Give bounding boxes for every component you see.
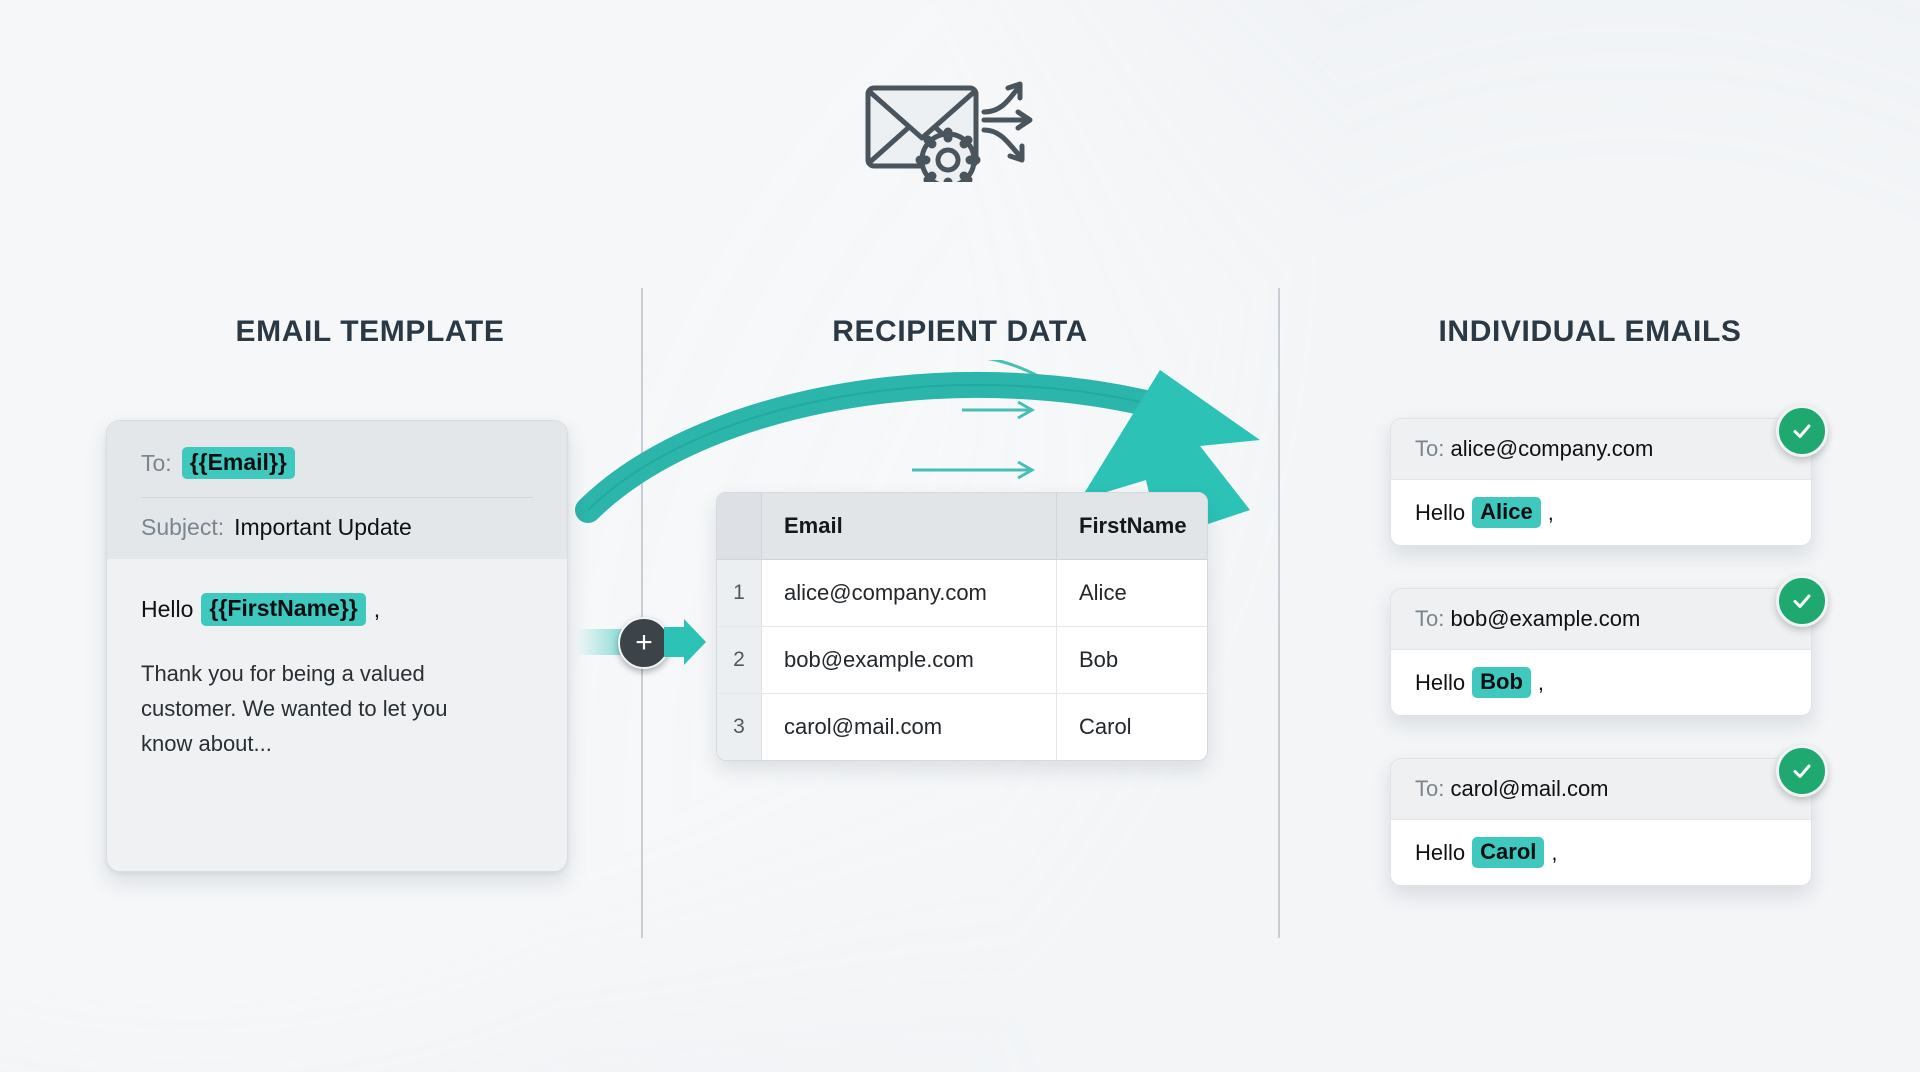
template-subject-row: Subject: Important Update bbox=[141, 514, 533, 541]
check-icon bbox=[1793, 424, 1811, 438]
template-greeting-word: Hello bbox=[141, 595, 194, 622]
output-email-card[interactable]: To: bob@example.com Hello Bob , bbox=[1390, 588, 1812, 717]
status-badge-sent bbox=[1776, 745, 1828, 797]
template-header: To: {{Email}} Subject: Important Update bbox=[107, 421, 567, 560]
output-to-value: carol@mail.com bbox=[1450, 776, 1609, 801]
row-index: 1 bbox=[717, 559, 762, 627]
recipient-data-table[interactable]: Email FirstName 1 alice@company.com Alic… bbox=[716, 492, 1208, 761]
merge-token-firstname[interactable]: {{FirstName}} bbox=[201, 593, 366, 626]
cell-email[interactable]: bob@example.com bbox=[761, 626, 1057, 694]
cell-firstname[interactable]: Carol bbox=[1056, 693, 1207, 760]
cell-email[interactable]: alice@company.com bbox=[761, 559, 1057, 627]
table-header-row: Email FirstName bbox=[717, 493, 1207, 560]
page-title-email-template: EMAIL TEMPLATE bbox=[235, 315, 505, 348]
plus-icon[interactable]: + bbox=[618, 617, 670, 669]
output-body-row: Hello Carol , bbox=[1391, 820, 1811, 886]
column-divider-right bbox=[1278, 288, 1280, 938]
output-greeting-word: Hello bbox=[1415, 499, 1466, 525]
output-merged-name: Bob bbox=[1472, 667, 1531, 699]
status-badge-sent bbox=[1776, 575, 1828, 627]
output-body-row: Hello Alice , bbox=[1391, 480, 1811, 546]
output-to-label: To: bbox=[1415, 436, 1445, 461]
merge-arrow-icon bbox=[664, 619, 706, 665]
output-to-row: To: carol@mail.com bbox=[1391, 759, 1811, 820]
output-email-card[interactable]: To: alice@company.com Hello Alice , bbox=[1390, 418, 1812, 547]
template-subject-value: Important Update bbox=[234, 514, 412, 541]
output-to-label: To: bbox=[1415, 776, 1445, 801]
output-email-card[interactable]: To: carol@mail.com Hello Carol , bbox=[1390, 758, 1812, 887]
row-index: 2 bbox=[717, 626, 762, 694]
table-row[interactable]: 3 carol@mail.com Carol bbox=[717, 693, 1207, 760]
output-merged-name: Carol bbox=[1472, 837, 1545, 869]
output-to-value: alice@company.com bbox=[1450, 436, 1654, 461]
table-row[interactable]: 1 alice@company.com Alice bbox=[717, 559, 1207, 627]
envelope-gear-arrows-icon bbox=[860, 72, 1060, 193]
output-greeting-word: Hello bbox=[1415, 839, 1466, 865]
column-divider-left bbox=[641, 288, 643, 938]
row-index: 3 bbox=[717, 693, 762, 760]
page-title-individual-emails: INDIVIDUAL EMAILS bbox=[1438, 315, 1742, 348]
merge-flow-arrow bbox=[575, 360, 1260, 540]
template-to-label: To: bbox=[141, 449, 172, 476]
output-comma: , bbox=[1551, 839, 1558, 865]
column-header-index bbox=[717, 493, 762, 560]
table-row[interactable]: 2 bob@example.com Bob bbox=[717, 626, 1207, 694]
template-to-row: To: {{Email}} bbox=[141, 447, 533, 480]
column-header-firstname[interactable]: FirstName bbox=[1056, 493, 1207, 560]
template-body-paragraph: Thank you for being a valued customer. W… bbox=[141, 660, 448, 756]
output-to-value: bob@example.com bbox=[1450, 606, 1641, 631]
template-divider bbox=[141, 497, 533, 499]
check-icon bbox=[1793, 594, 1811, 608]
template-body: Hello {{FirstName}} , Thank you for bein… bbox=[107, 559, 567, 871]
merge-token-email[interactable]: {{Email}} bbox=[181, 447, 295, 480]
gear-icon bbox=[915, 127, 981, 193]
output-greeting-word: Hello bbox=[1415, 669, 1466, 695]
output-body-row: Hello Bob , bbox=[1391, 650, 1811, 716]
output-to-row: To: bob@example.com bbox=[1391, 589, 1811, 650]
output-to-row: To: alice@company.com bbox=[1391, 419, 1811, 480]
output-comma: , bbox=[1537, 669, 1545, 695]
cell-firstname[interactable]: Bob bbox=[1056, 626, 1207, 694]
template-greeting-comma: , bbox=[373, 595, 381, 622]
column-header-email[interactable]: Email bbox=[761, 493, 1057, 560]
output-merged-name: Alice bbox=[1472, 497, 1541, 529]
template-greeting-row: Hello {{FirstName}} , bbox=[141, 593, 533, 626]
check-icon bbox=[1793, 764, 1811, 778]
cell-email[interactable]: carol@mail.com bbox=[761, 693, 1057, 760]
page-title-recipient-data: RECIPIENT DATA bbox=[832, 315, 1088, 348]
merge-connector: + bbox=[576, 613, 706, 673]
email-template-card[interactable]: To: {{Email}} Subject: Important Update … bbox=[106, 420, 568, 872]
status-badge-sent bbox=[1776, 405, 1828, 457]
output-comma: , bbox=[1547, 499, 1554, 525]
output-to-label: To: bbox=[1415, 606, 1445, 631]
template-subject-label: Subject: bbox=[141, 514, 225, 541]
cell-firstname[interactable]: Alice bbox=[1056, 559, 1207, 627]
